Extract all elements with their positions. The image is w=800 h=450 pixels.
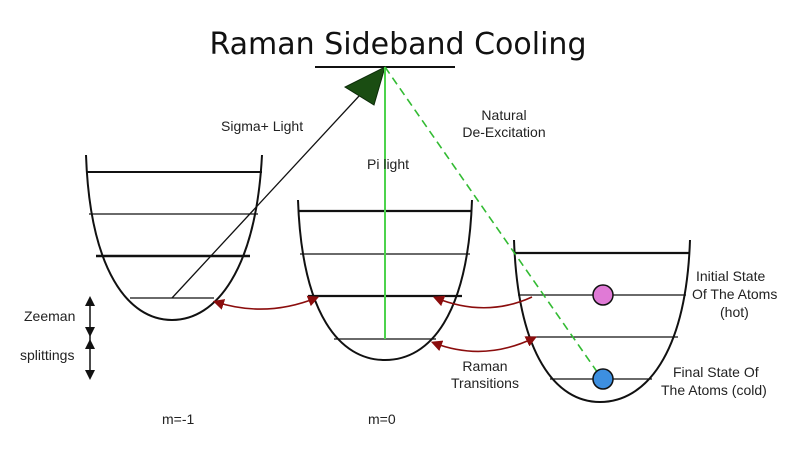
initial-state-line1: Initial State [696, 268, 765, 284]
cold-atom [592, 368, 614, 390]
zeeman-label: Zeeman [24, 308, 75, 324]
sigma-light-arrow [171, 66, 386, 299]
diagram-title: Raman Sideband Cooling [209, 27, 586, 62]
final-state-line2: The Atoms (cold) [661, 382, 767, 398]
initial-state-line2: Of The Atoms [692, 286, 777, 302]
raman-arrow-upper-right [432, 295, 533, 309]
hot-atom [592, 284, 614, 306]
raman-arrow-lower-right [430, 336, 538, 353]
natural-label-line1: Natural [481, 107, 526, 123]
zeeman-splitting-arrows [85, 296, 95, 380]
m-minus1-label: m=-1 [162, 411, 195, 427]
pi-light-label: Pi light [367, 156, 409, 172]
natural-deexcitation-line [384, 66, 601, 377]
sigma-light-label: Sigma+ Light [221, 118, 303, 134]
natural-label-line2: De-Excitation [462, 124, 545, 140]
initial-state-line3: (hot) [720, 304, 749, 320]
final-state-line1: Final State Of [673, 364, 759, 380]
raman-label-line2: Transitions [451, 375, 519, 391]
splittings-label: splittings [20, 347, 74, 363]
raman-label-line1: Raman [462, 358, 507, 374]
m-zero-label: m=0 [368, 411, 396, 427]
raman-arrow-left [212, 295, 320, 310]
